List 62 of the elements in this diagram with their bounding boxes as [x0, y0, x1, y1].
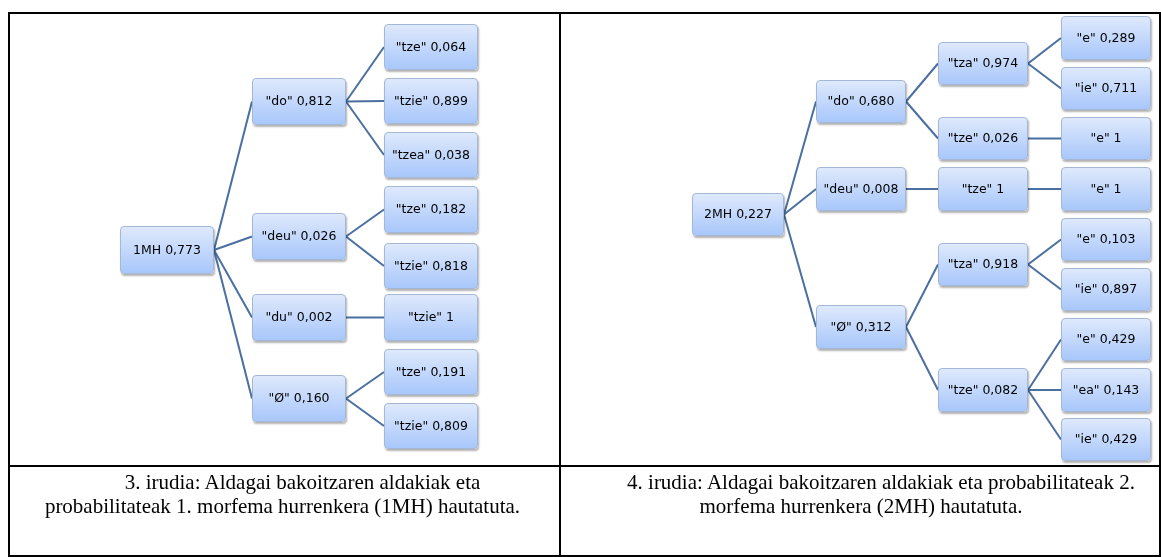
connector-line [783, 213, 817, 328]
connector-line [1027, 137, 1062, 140]
node-box: "ie" 0,429 [1061, 418, 1151, 461]
node-box: "ie" 0,897 [1061, 268, 1151, 311]
connector-line [345, 100, 385, 156]
connector-line [1027, 188, 1062, 190]
connector-line [783, 100, 817, 216]
connector-line [345, 46, 385, 103]
node-box: "tzie" 0,899 [384, 78, 478, 124]
connector-line [1027, 263, 1062, 291]
connector-line [213, 235, 253, 251]
connector-line [1027, 389, 1062, 391]
node-box: "tze" 0,064 [384, 24, 478, 70]
node-box: "e" 0,103 [1061, 218, 1151, 261]
node-box: "e" 0,289 [1061, 16, 1151, 60]
connector-line [345, 397, 385, 427]
node-box: "tzea" 0,038 [384, 132, 478, 178]
connector-line [905, 263, 939, 328]
connector-line [1027, 338, 1062, 391]
node-box: "tze" 1 [938, 167, 1028, 211]
node-box: "ie" 0,711 [1061, 67, 1151, 110]
node-box: "tzie" 0,809 [384, 403, 478, 449]
connector-line [1027, 62, 1062, 90]
node-box: "e" 1 [1061, 167, 1151, 211]
connector-line [345, 371, 385, 400]
connector-line [905, 188, 939, 190]
node-box: "e" 0,429 [1061, 318, 1151, 361]
connector-line [345, 208, 385, 238]
node-box: "tze" 0,082 [938, 368, 1028, 412]
connector-line [213, 249, 253, 319]
connector-line [905, 326, 939, 391]
node-box: "tzie" 1 [384, 294, 478, 341]
connector-line [1027, 389, 1062, 441]
node-box: "Ø" 0,312 [816, 305, 906, 349]
node-box: 1MH 0,773 [120, 226, 214, 274]
node-box: "e" 1 [1061, 117, 1151, 160]
node-box: "tze" 0,182 [384, 186, 478, 233]
node-box: "tze" 0,191 [384, 349, 478, 395]
node-box: "tzie" 0,818 [384, 243, 478, 289]
node-box: "Ø" 0,160 [252, 375, 346, 422]
node-box: "tza" 0,974 [938, 42, 1028, 85]
node-box: "tza" 0,918 [938, 243, 1028, 286]
node-box: 2MH 0,227 [692, 193, 784, 236]
connector-line [783, 188, 817, 216]
node-box: "do" 0,812 [252, 78, 346, 125]
figure-caption: 4. irudia: Aldagai bakoitzaren aldakiak eta probabilitateak 2. morfema hurrenkera (2MH) hautatuta. [626, 470, 1136, 518]
connector-line [1027, 238, 1062, 266]
connector-line [345, 100, 385, 103]
node-box: "du" 0,002 [252, 294, 346, 341]
node-box: "deu" 0,026 [252, 213, 346, 260]
connector-line [905, 62, 939, 103]
connector-line [905, 100, 939, 140]
figure-caption: 3. irudia: Aldagai bakoitzaren aldakiak eta probabilitateak 1. morfema hurrenkera (1MH) hautatuta. [43, 470, 522, 518]
connector-line [1027, 37, 1062, 65]
connector-line [345, 316, 385, 319]
connector-line [213, 100, 253, 251]
node-box: "deu" 0,008 [816, 167, 906, 211]
node-box: "ea" 0,143 [1061, 368, 1151, 412]
node-box: "tze" 0,026 [938, 117, 1028, 160]
connector-line [213, 249, 253, 400]
node-box: "do" 0,680 [816, 80, 906, 123]
connector-line [345, 235, 385, 267]
